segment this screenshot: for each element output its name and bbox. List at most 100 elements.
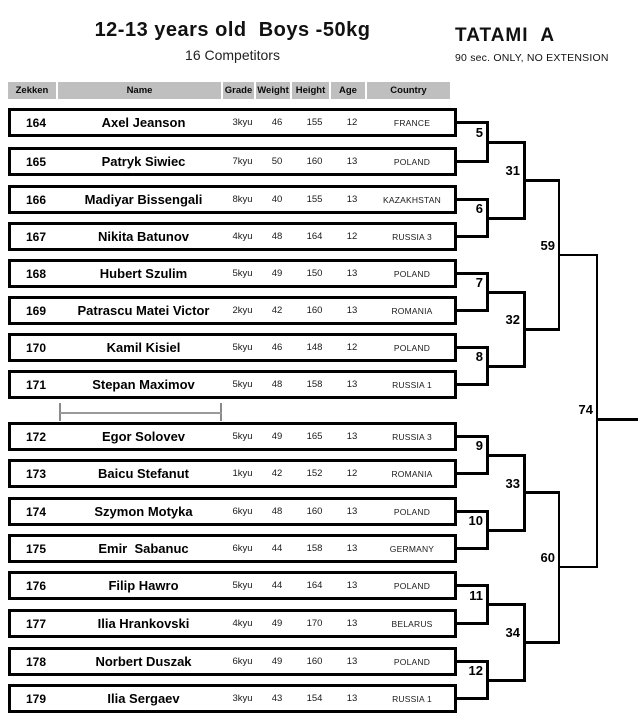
weight-cell: 48 (271, 231, 283, 242)
grade-cell: 8kyu (232, 194, 253, 205)
match-number-5: 5 (475, 125, 483, 140)
country-cell: POLAND (393, 506, 431, 517)
bracket-connector-r1 (486, 603, 526, 606)
name-cell: Emir Sabanuc (98, 541, 189, 556)
bracket-connector-r1 (486, 290, 526, 294)
country-cell: RUSSIA 1 (392, 379, 432, 390)
height-cell: 164 (306, 231, 323, 242)
bracket-connector-r1 (486, 364, 526, 368)
name-cell: Axel Jeanson (101, 115, 186, 130)
height-cell: 152 (306, 468, 323, 479)
country-cell: RUSSIA 3 (392, 231, 432, 242)
country-cell: GERMANY (389, 543, 435, 554)
country-cell: ROMANIA (391, 305, 433, 316)
bracket-connector-r2 (523, 178, 560, 182)
column-header-height: Height (292, 82, 331, 99)
height-cell: 155 (306, 194, 323, 205)
country-cell: POLAND (393, 268, 431, 279)
grade-cell: 4kyu (232, 231, 253, 242)
name-cell: Baicu Stefanut (97, 466, 189, 481)
name-cell: Ilia Sergaev (107, 691, 180, 706)
column-header-name: Name (58, 82, 223, 99)
zekken-cell: 176 (25, 578, 47, 593)
grid-divider-line (60, 412, 222, 414)
grade-cell: 7kyu (232, 156, 253, 167)
height-cell: 150 (306, 268, 323, 279)
bracket-connector-r1 (486, 216, 526, 220)
grade-cell: 5kyu (232, 342, 253, 353)
zekken-cell: 172 (25, 429, 47, 444)
zekken-cell: 164 (25, 115, 47, 130)
bracket-connector-semi (558, 253, 598, 256)
age-cell: 13 (346, 543, 358, 554)
country-cell: POLAND (393, 656, 431, 667)
bracket-connector-r2 (523, 491, 560, 494)
country-cell: KAZAKHSTAN (382, 194, 442, 205)
bracket-final-output (596, 417, 638, 421)
age-cell: 13 (346, 693, 358, 704)
grade-cell: 3kyu (232, 117, 253, 128)
country-cell: BELARUS (391, 618, 433, 629)
match-number-10: 10 (468, 513, 483, 528)
name-cell: Madiyar Bissengali (84, 192, 203, 207)
country-cell: POLAND (393, 156, 431, 167)
grade-cell: 2kyu (232, 305, 253, 316)
match-number-9: 9 (475, 438, 483, 453)
match-number-32: 32 (505, 312, 520, 327)
bracket-stub (455, 383, 489, 386)
bracket-connector-r1 (486, 678, 526, 682)
weight-cell: 44 (271, 580, 283, 591)
zekken-cell: 169 (25, 303, 47, 318)
weight-cell: 49 (271, 656, 283, 667)
country-cell: FRANCE (393, 117, 431, 128)
height-cell: 148 (306, 342, 323, 353)
grade-cell: 6kyu (232, 543, 253, 554)
zekken-cell: 179 (25, 691, 47, 706)
zekken-cell: 167 (25, 229, 47, 244)
height-cell: 165 (306, 431, 323, 442)
weight-cell: 42 (271, 468, 283, 479)
age-cell: 13 (346, 618, 358, 629)
name-cell: Filip Hawro (108, 578, 179, 593)
age-cell: 13 (346, 431, 358, 442)
age-cell: 13 (346, 656, 358, 667)
weight-cell: 44 (271, 543, 283, 554)
age-cell: 12 (346, 342, 358, 353)
zekken-cell: 173 (25, 466, 47, 481)
zekken-cell: 170 (25, 340, 47, 355)
match-number-60: 60 (540, 550, 555, 566)
age-cell: 12 (346, 231, 358, 242)
bracket-connector-r1 (486, 140, 526, 144)
tatami-label: TATAMI A (455, 25, 556, 46)
column-header-zekken: Zekken (8, 82, 58, 99)
bracket-connector-r2 (523, 640, 560, 644)
country-cell: POLAND (393, 580, 431, 591)
bracket-bar-final (596, 253, 598, 569)
column-header-country: Country (367, 82, 450, 99)
weight-cell: 40 (271, 194, 283, 205)
age-cell: 13 (346, 268, 358, 279)
zekken-cell: 165 (25, 154, 47, 169)
age-cell: 13 (346, 580, 358, 591)
match-number-6: 6 (475, 201, 483, 216)
competitor-count: 16 Competitors (185, 47, 280, 63)
name-cell: Patrascu Matei Victor (77, 303, 210, 318)
country-cell: POLAND (393, 342, 431, 353)
match-number-34: 34 (505, 625, 520, 641)
height-cell: 160 (306, 305, 323, 316)
bracket-stub (455, 547, 489, 550)
age-cell: 13 (346, 156, 358, 167)
country-cell: RUSSIA 3 (392, 431, 432, 442)
grade-cell: 6kyu (232, 656, 253, 667)
bracket-stub (455, 660, 489, 663)
zekken-cell: 166 (25, 192, 47, 207)
zekken-cell: 171 (25, 377, 47, 392)
bracket-stub (455, 235, 489, 238)
height-cell: 158 (306, 379, 323, 390)
